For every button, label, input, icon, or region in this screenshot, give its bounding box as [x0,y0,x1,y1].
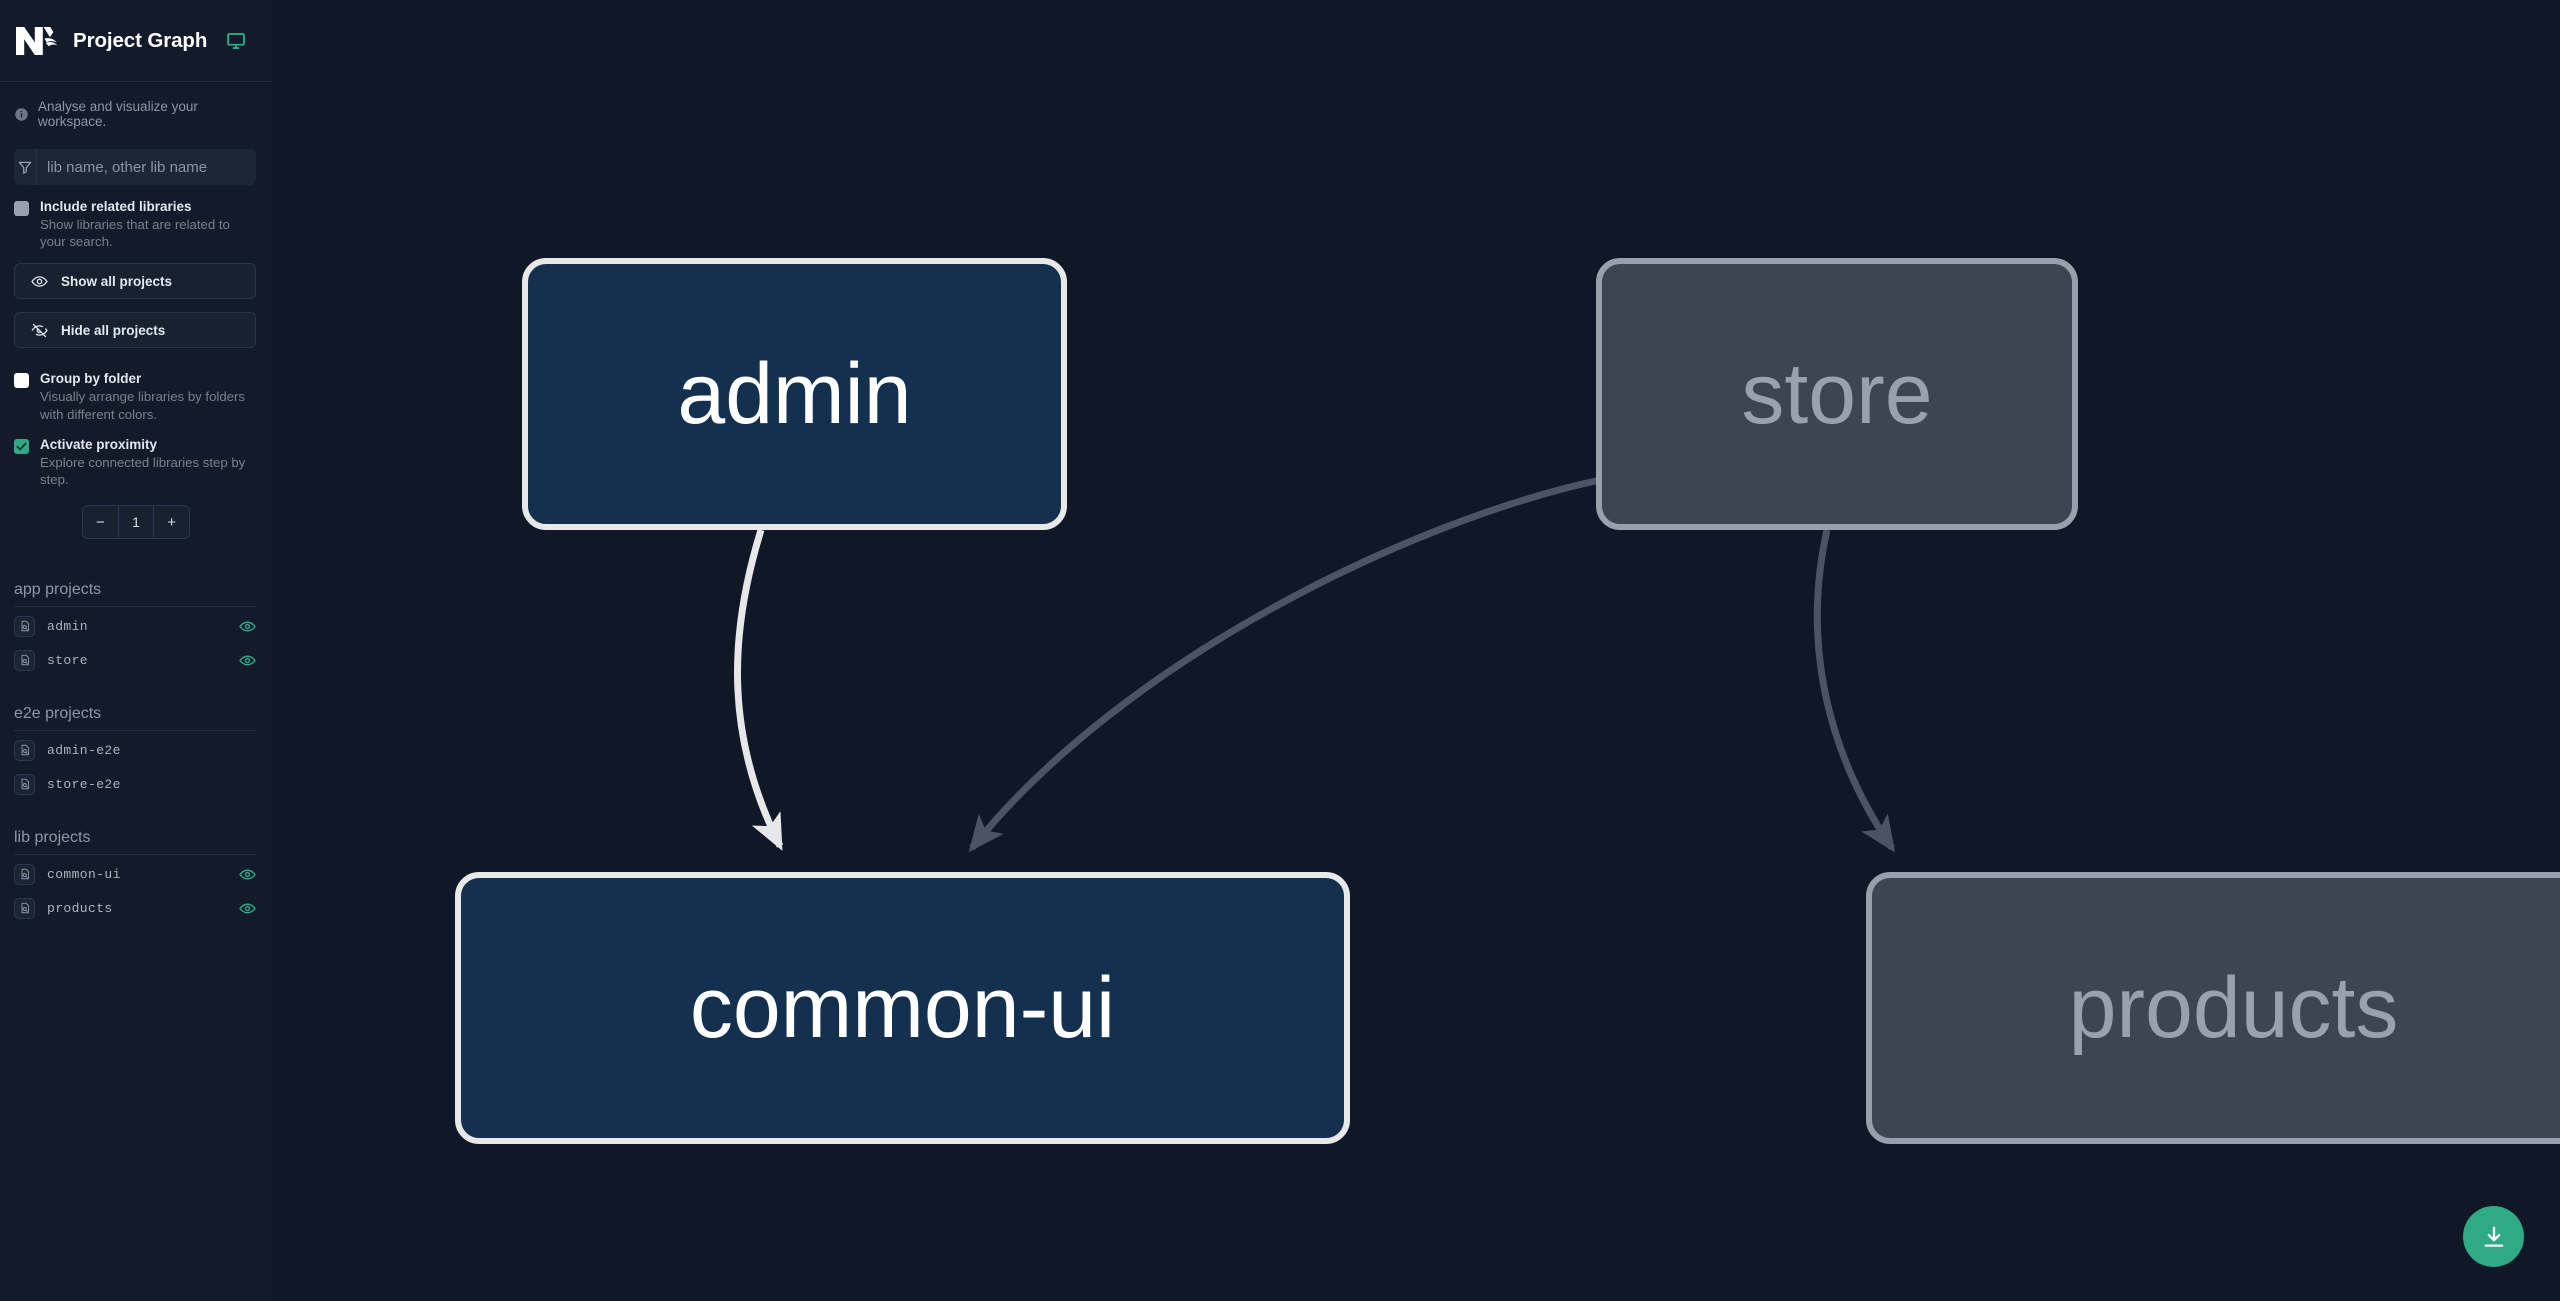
group-by-folder-description: Visually arrange libraries by folders wi… [40,389,245,422]
project-name-admin-e2e: admin-e2e [47,742,121,758]
search-input[interactable] [37,149,256,185]
project-row-store[interactable]: store [14,645,256,675]
project-row-common-ui[interactable]: common-ui [14,859,256,889]
eye-icon[interactable] [239,618,256,635]
group-by-folder-checkbox[interactable] [14,373,29,389]
project-group-lib-title: lib projects [14,829,256,856]
hide-all-projects-button[interactable]: Hide all projects [14,312,256,349]
graph-node-common-ui[interactable]: common-ui [455,872,1350,1144]
include-related-libraries-label: Include related libraries [40,199,192,214]
project-row-admin-e2e[interactable]: admin-e2e [14,735,256,765]
funnel-icon [18,161,32,174]
project-name-products: products [47,900,113,916]
project-group-lib: lib projects common-ui [0,829,272,923]
group-by-folder-label: Group by folder [40,371,142,387]
graph-canvas[interactable]: admin store common-ui products [272,0,2560,1301]
option-activate-proximity[interactable]: Activate proximity Explore connected lib… [14,436,256,488]
sidebar-header: Project Graph [0,0,272,82]
eye-off-icon [31,323,48,338]
include-related-libraries-checkbox[interactable] [14,201,29,216]
project-group-e2e: e2e projects admin-e2e store-e2 [0,705,272,799]
graph-node-admin-label: admin [677,346,912,442]
project-group-e2e-title: e2e projects [14,705,256,732]
project-file-icon-glyph [21,654,29,666]
project-row-products[interactable]: products [14,893,256,923]
activate-proximity-description: Explore connected libraries step by step… [40,454,246,488]
project-group-app-title: app projects [14,581,256,608]
monitor-icon[interactable] [226,31,246,51]
graph-node-admin[interactable]: admin [522,258,1067,530]
activate-proximity-checkbox[interactable] [14,438,29,454]
download-icon [2484,1226,2503,1247]
option-group-by-folder[interactable]: Group by folder Visually arrange librari… [14,370,256,422]
search-bar[interactable] [14,149,256,185]
project-name-store: store [47,652,89,668]
include-related-libraries-description: Show libraries that are related to your … [40,217,230,250]
filter-icon-box [14,149,37,185]
project-file-icon [14,615,35,637]
proximity-decrement-button[interactable]: − [95,513,105,531]
project-file-icon-glyph [21,620,29,632]
project-file-icon-glyph [21,902,29,914]
download-graph-button[interactable] [2463,1206,2524,1267]
project-file-icon-glyph [21,778,29,790]
graph-node-products-label: products [2068,960,2399,1056]
show-all-projects-button[interactable]: Show all projects [14,263,256,300]
eye-icon [31,276,48,287]
edge-admin-to-common-ui [734,528,784,851]
graph-node-common-ui-label: common-ui [689,960,1116,1056]
project-file-icon-glyph [21,744,29,756]
project-group-app: app projects admin [0,581,272,675]
project-name-admin: admin [47,618,89,634]
show-all-projects-label: Show all projects [61,273,173,289]
project-row-admin[interactable]: admin [14,611,256,641]
project-file-icon [14,773,35,795]
eye-icon[interactable] [239,900,256,917]
activate-proximity-label: Activate proximity [40,436,158,452]
project-file-icon [14,649,35,671]
option-include-related-libraries[interactable]: Include related libraries Show libraries… [14,198,256,250]
project-name-common-ui: common-ui [47,866,121,882]
hide-all-projects-label: Hide all projects [61,322,166,338]
sidebar: Project Graph Analyse and visualize your… [0,0,272,1301]
sidebar-tagline-text: Analyse and visualize your workspace. [38,99,198,129]
info-icon [15,107,28,121]
project-row-store-e2e[interactable]: store-e2e [14,769,256,799]
edge-store-to-products [1813,529,1896,853]
project-file-icon [14,863,35,885]
proximity-stepper[interactable]: − 1 + [82,505,190,540]
nx-logo-icon [16,26,58,55]
graph-node-store-label: store [1741,346,1933,442]
check-icon [16,442,27,451]
graph-node-store[interactable]: store [1596,258,2078,530]
graph-edges [734,476,1896,853]
page-title: Project Graph [73,28,208,52]
eye-icon[interactable] [239,866,256,883]
project-file-icon [14,739,35,761]
project-name-store-e2e: store-e2e [47,776,121,792]
edge-store-to-common-ui [968,476,1601,853]
project-file-icon [14,897,35,919]
eye-icon[interactable] [239,652,256,669]
proximity-value: 1 [117,506,154,539]
project-file-icon-glyph [21,868,29,880]
sidebar-tagline: Analyse and visualize your workspace. [0,82,272,129]
proximity-increment-button[interactable]: + [153,506,189,539]
graph-node-products[interactable]: products [1866,872,2560,1144]
